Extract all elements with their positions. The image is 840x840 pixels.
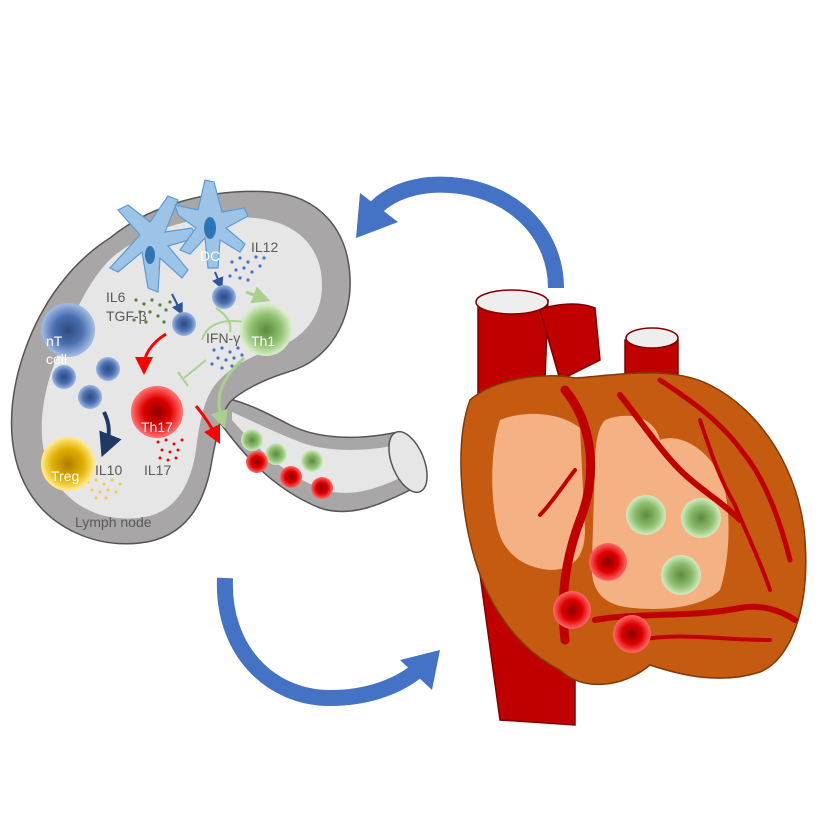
naive-t-cell: [96, 357, 120, 381]
th17-differentiation-arrow: [135, 332, 167, 375]
vessel-th1-cell: [265, 443, 287, 465]
label-nt-line1: nT: [46, 333, 63, 349]
ifng-cytokines: [210, 346, 244, 370]
ifng-inhibition-to-th17: [177, 359, 207, 387]
ifng-loop-line: [201, 307, 245, 341]
label-dc: DC: [200, 248, 220, 264]
heart-th17-cell: [553, 591, 591, 629]
cycle-arrow-bottom: [216, 577, 440, 707]
label-il17: IL17: [144, 462, 171, 478]
naive-t-cell: [52, 365, 76, 389]
nt-cell: [41, 303, 95, 357]
dc-to-tcell-arrow-right: [212, 271, 224, 290]
label-treg: Treg: [51, 468, 79, 484]
heart-th17-cell: [613, 615, 651, 653]
label-tgfb: TGF-β: [106, 308, 147, 324]
th1-exit-arrow: [210, 356, 246, 429]
vessel-th17-cell: [280, 466, 302, 488]
naive-t-cell: [78, 385, 102, 409]
label-il12: IL12: [251, 239, 278, 255]
dendritic-cell-right: [174, 179, 249, 269]
coronary-vessels: [538, 377, 798, 645]
heart-chamber-left: [492, 413, 585, 570]
th17-cell: [131, 386, 183, 438]
vessel-th17-cell: [311, 477, 333, 499]
th1-differentiation-arrow: [245, 286, 271, 304]
il6-tgfb-cytokines: [132, 298, 172, 324]
label-th1: Th1: [251, 333, 275, 349]
naive-t-cell: [212, 285, 236, 309]
vessel-th17-cell: [246, 451, 268, 473]
treg-cell: [41, 437, 95, 491]
treg-differentiation-arrow: [99, 411, 122, 458]
label-lymph-node: Lymph node: [75, 514, 152, 530]
th17-exit-arrow: [194, 405, 221, 445]
heart-th17-cell: [589, 543, 627, 581]
heart-th1-cell: [626, 495, 666, 535]
naive-t-cell: [172, 312, 196, 336]
label-th17: Th17: [141, 419, 173, 435]
vessel-th1-cell: [241, 429, 263, 451]
cycle-arrow-top: [356, 176, 564, 289]
label-il10: IL10: [95, 462, 122, 478]
label-nt-line2: cell: [46, 351, 67, 367]
il17-cytokines: [156, 438, 184, 462]
il12-cytokines: [228, 255, 266, 282]
dendritic-cell-left: [109, 195, 197, 293]
label-il6: IL6: [106, 289, 126, 305]
heart: [460, 289, 807, 726]
heart-th1-cell: [681, 498, 721, 538]
dc-to-tcell-arrow-left: [171, 293, 183, 316]
label-ifng: IFN-γ: [206, 330, 240, 346]
vessel-th1-cell: [301, 450, 323, 472]
th1-cell: [240, 304, 292, 356]
heart-th1-cell: [661, 555, 701, 595]
